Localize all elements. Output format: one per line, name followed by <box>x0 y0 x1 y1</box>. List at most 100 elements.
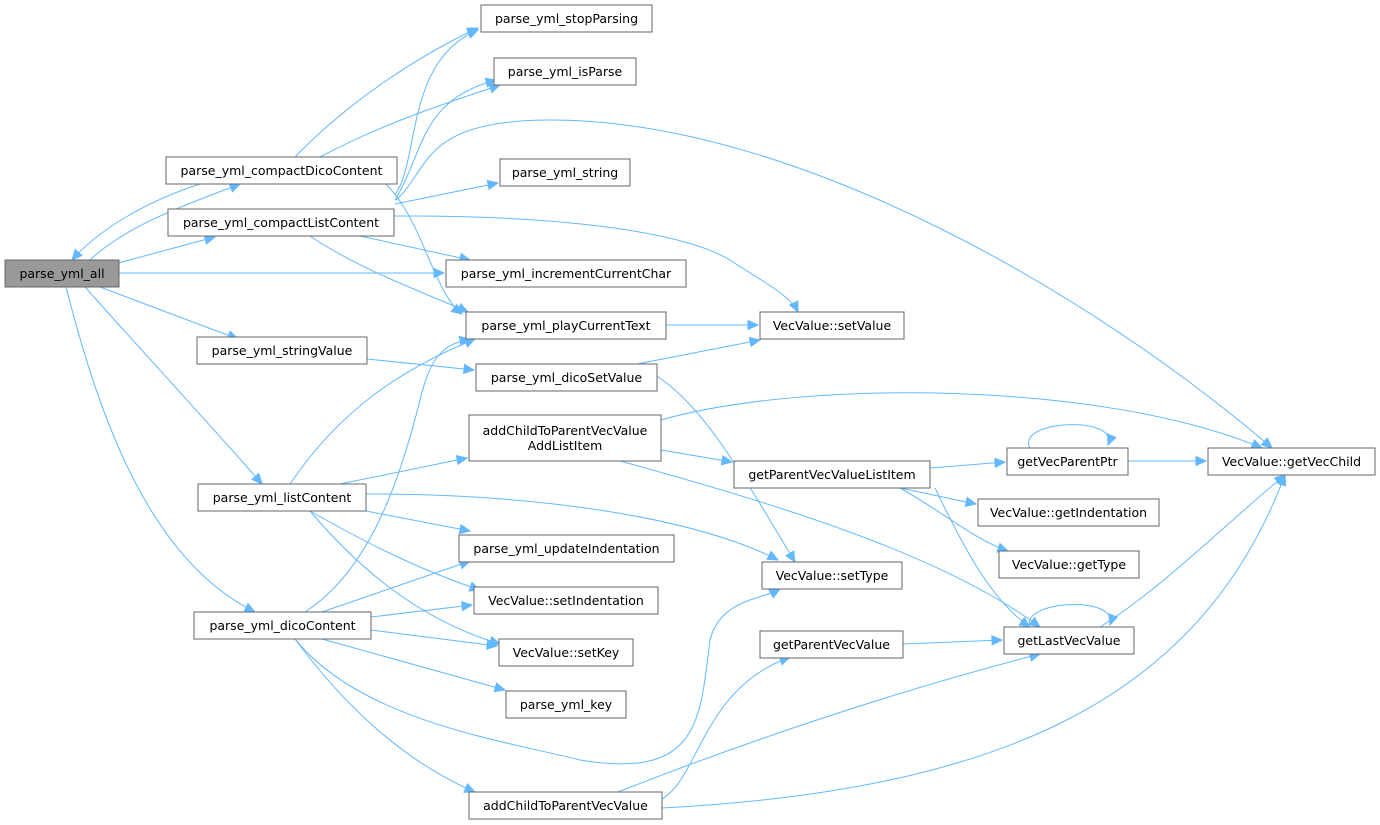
edge-listContent-to-setIndent <box>309 510 482 592</box>
node-getParent[interactable]: getParentVecValue <box>759 630 904 659</box>
node-all[interactable]: parse_yml_all <box>4 259 120 288</box>
node-label: VecValue::setValue <box>773 318 892 333</box>
edge-dicoSetValue-to-setType <box>649 371 796 564</box>
edge-dicoContent-to-key <box>321 638 507 693</box>
node-box <box>761 561 903 590</box>
node-label: parse_yml_dicoSetValue <box>491 370 643 385</box>
edge-getParentListItem-to-getIndentation <box>899 487 978 507</box>
node-box <box>475 363 658 392</box>
node-updIndent[interactable]: parse_yml_updateIndentation <box>458 534 675 563</box>
node-stringValue[interactable]: parse_yml_stringValue <box>196 336 368 365</box>
nodes-layer: parse_yml_all parse_yml_compactDicoConten… <box>4 4 1376 820</box>
node-label: VecValue::getIndentation <box>990 505 1147 520</box>
node-compactDico[interactable]: parse_yml_compactDicoContent <box>165 156 398 185</box>
edge-all-to-listContent <box>84 286 263 485</box>
node-box <box>499 158 631 187</box>
node-box <box>759 630 904 659</box>
node-label: getParentVecValueListItem <box>748 467 915 482</box>
edge-getParentListItem-to-getVecParentPtr <box>929 457 1007 469</box>
edge-addListItem-to-getLast <box>619 460 1041 628</box>
node-box <box>977 498 1160 527</box>
node-label: parse_yml_key <box>520 697 613 712</box>
node-dicoSetValue[interactable]: parse_yml_dicoSetValue <box>475 363 658 392</box>
node-setType[interactable]: VecValue::setType <box>761 561 903 590</box>
node-label: VecValue::getVecChild <box>1222 454 1361 469</box>
node-getVecParentPtr[interactable]: getVecParentPtr <box>1006 447 1129 476</box>
node-box <box>445 259 687 288</box>
edge-addChild-to-getParent <box>659 655 792 801</box>
edge-all-to-stringValue <box>99 286 240 341</box>
node-label: parse_yml_updateIndentation <box>473 541 659 556</box>
node-isParse[interactable]: parse_yml_isParse <box>493 57 637 86</box>
node-box <box>197 483 367 512</box>
node-box <box>480 4 653 33</box>
node-getParentListItem[interactable]: getParentVecValueListItem <box>733 460 931 489</box>
node-getIndentation[interactable]: VecValue::getIndentation <box>977 498 1160 527</box>
node-label: parse_yml_stopParsing <box>495 11 638 26</box>
node-listContent[interactable]: parse_yml_listContent <box>197 483 367 512</box>
edge-all-to-incChar <box>119 267 446 279</box>
node-box <box>998 550 1140 579</box>
node-label: parse_yml_incrementCurrentChar <box>461 266 672 281</box>
edge-listContent-to-addListItem <box>339 454 469 485</box>
node-label: parse_yml_string <box>512 165 618 180</box>
node-label: parse_yml_listContent <box>213 490 352 505</box>
node-dicoContent[interactable]: parse_yml_dicoContent <box>193 611 372 640</box>
edge-getLast-to-getVecChild <box>1099 474 1286 628</box>
node-setIndent[interactable]: VecValue::setIndentation <box>473 586 659 615</box>
node-box <box>196 336 368 365</box>
edge-all-to-compactList <box>117 234 217 264</box>
node-string[interactable]: parse_yml_string <box>499 158 631 187</box>
node-label: parse_yml_dicoContent <box>209 618 355 633</box>
node-box <box>468 791 663 820</box>
edge-getParent-to-getLast <box>902 635 1004 646</box>
node-box <box>1006 447 1129 476</box>
node-box <box>468 414 662 462</box>
edge-dicoSetValue-to-setValue <box>636 336 762 365</box>
node-label: getVecParentPtr <box>1017 454 1118 469</box>
node-box <box>193 611 372 640</box>
node-stopParsing[interactable]: parse_yml_stopParsing <box>480 4 653 33</box>
node-box <box>167 208 395 237</box>
edge-all-to-dicoContent <box>65 286 257 613</box>
node-label: addChildToParentVecValue <box>483 423 648 438</box>
node-setValue[interactable]: VecValue::setValue <box>759 311 905 340</box>
node-compactList[interactable]: parse_yml_compactListContent <box>167 208 395 237</box>
node-label: parse_yml_all <box>19 266 104 281</box>
node-label: AddListItem <box>528 438 603 453</box>
node-getLast[interactable]: getLastVecValue <box>1003 626 1135 655</box>
node-getVecChild[interactable]: VecValue::getVecChild <box>1207 447 1376 476</box>
edge-getVecParentPtr-to-getVecChild <box>1128 455 1208 467</box>
node-box <box>505 690 627 719</box>
edge-compactList-to-playText <box>309 235 470 313</box>
node-addChild[interactable]: addChildToParentVecValue <box>468 791 663 820</box>
edge-getLast-to-getLast <box>1029 604 1119 628</box>
edge-listContent-to-updIndent <box>365 510 472 535</box>
node-box <box>165 156 398 185</box>
node-incChar[interactable]: parse_yml_incrementCurrentChar <box>445 259 687 288</box>
node-label: addChildToParentVecValue <box>483 798 648 813</box>
node-label: parse_yml_compactDicoContent <box>181 163 383 178</box>
node-label: VecValue::setIndentation <box>488 593 644 608</box>
edge-addListItem-to-getVecChild <box>660 392 1264 449</box>
edge-compactDico-to-all <box>71 183 201 261</box>
node-box <box>1207 447 1376 476</box>
edges-layer <box>65 27 1287 809</box>
node-box <box>498 638 634 667</box>
node-key[interactable]: parse_yml_key <box>505 690 627 719</box>
node-playText[interactable]: parse_yml_playCurrentText <box>465 311 667 340</box>
node-getType[interactable]: VecValue::getType <box>998 550 1140 579</box>
node-setKey[interactable]: VecValue::setKey <box>498 638 634 667</box>
edge-dicoContent-to-setIndent <box>370 601 474 618</box>
node-box <box>458 534 675 563</box>
node-label: parse_yml_playCurrentText <box>481 318 650 333</box>
edge-playText-to-setValue <box>666 319 760 331</box>
edge-getParentListItem-to-getLast <box>934 487 1032 628</box>
node-label: parse_yml_isParse <box>508 64 623 79</box>
node-box <box>465 311 667 340</box>
edge-getVecParentPtr-to-getVecParentPtr <box>1028 424 1117 449</box>
node-box <box>1003 626 1135 655</box>
edge-compactList-to-setValue <box>393 215 799 314</box>
